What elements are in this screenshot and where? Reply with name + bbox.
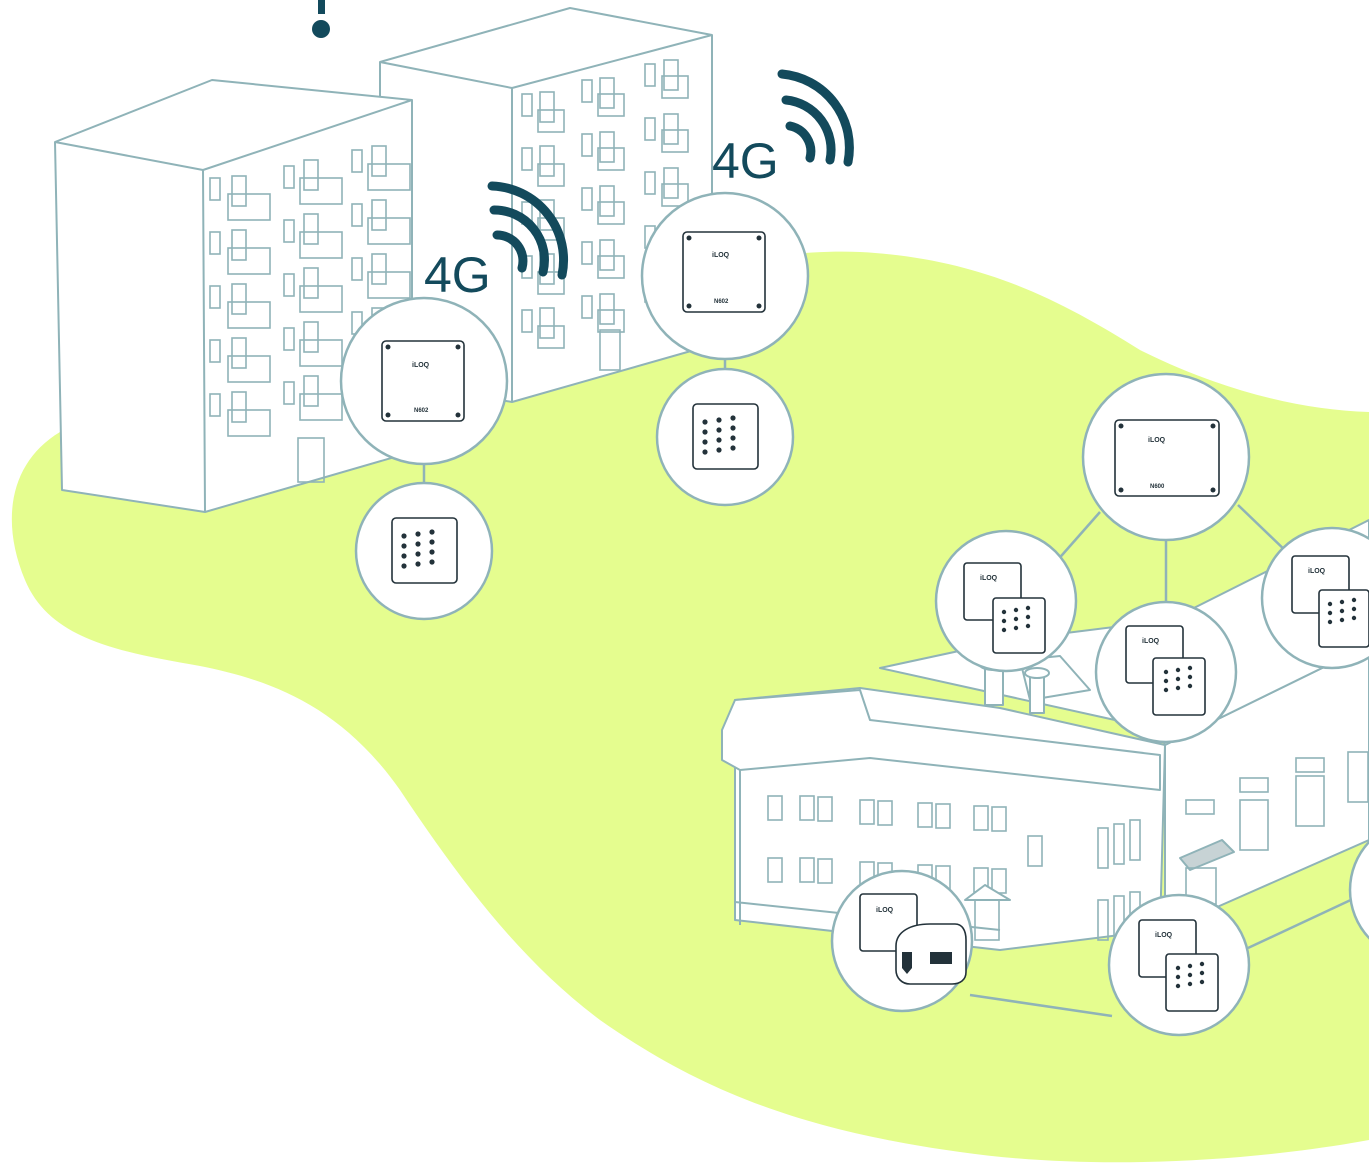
device-brand: iLOQ [1308,568,1326,575]
device-brand: iLOQ [1155,932,1173,939]
keypad-circle [655,367,795,507]
apartment-building-left [54,79,413,513]
device-brand: iLOQ [1148,437,1166,444]
signal-label-4g: 4G [712,133,779,189]
device-brand: iLOQ [1142,638,1160,645]
device-brand: iLOQ [980,575,998,582]
keypad-circle [354,481,494,621]
device-model: N602 [414,408,429,414]
node-circle: iLOQ [934,529,1078,673]
location-pin-icon [312,0,330,38]
device-brand: iLOQ [876,907,894,914]
node-circle: iLOQ [1094,600,1238,744]
signal-waves-icon [487,181,569,280]
controller-circle: iLOQ N600 [1081,372,1251,542]
gateway-circle: iLOQ N602 [640,191,810,361]
device-brand: iLOQ [412,362,430,369]
signal-label-4g: 4G [424,247,491,303]
gateway-circle: iLOQ N602 [339,296,509,466]
node-circle-partial [1348,840,1369,940]
device-model: N600 [1150,484,1165,490]
device-brand: iLOQ [712,252,730,259]
lock-node-circle: iLOQ [830,869,974,1013]
device-model: N602 [714,299,729,305]
node-circle: iLOQ [1107,893,1251,1037]
node-circle: iLOQ [1260,526,1369,670]
signal-waves-icon [777,69,854,167]
